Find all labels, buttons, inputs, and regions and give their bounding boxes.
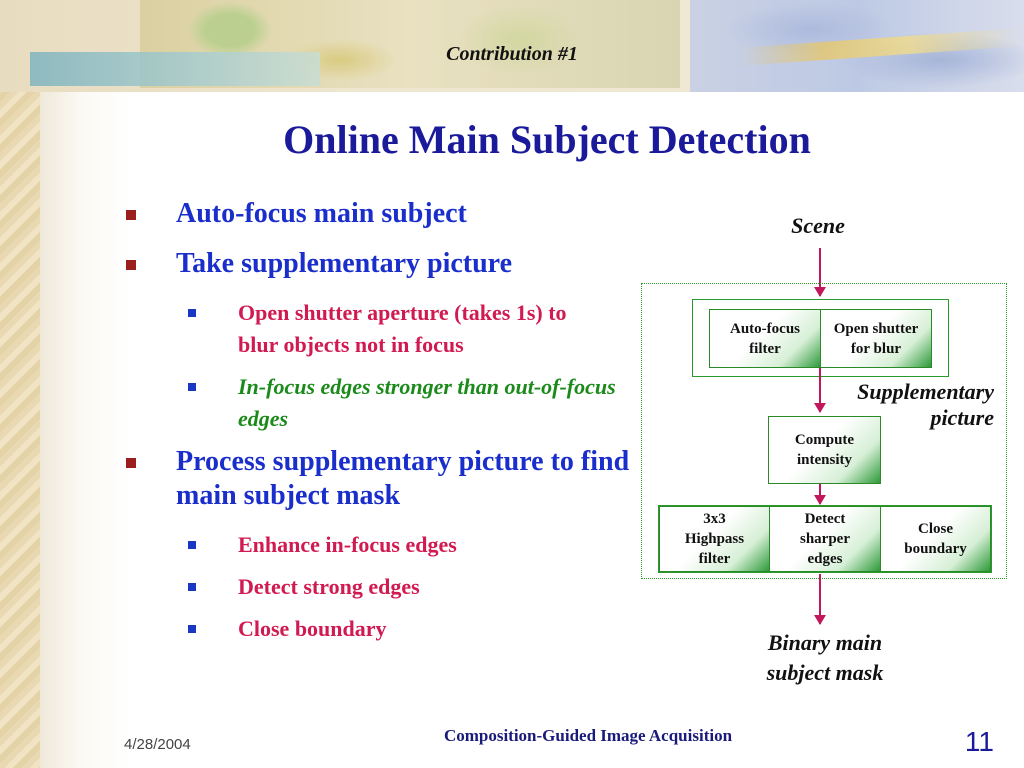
box-line: Detect (804, 511, 846, 527)
bullet-text: Take supplementary picture (176, 248, 513, 279)
subbullet-detect: Detect strong edges (182, 571, 640, 603)
box-line: Highpass (684, 531, 745, 547)
footer-date: 4/28/2004 (124, 736, 191, 753)
box-line: for blur (850, 340, 902, 357)
box-line: Close (918, 521, 953, 537)
subbullet-enhance: Enhance in-focus edges (182, 529, 640, 561)
subbullet-open-shutter: Open shutter aperture (takes 1s) to blur… (182, 297, 598, 361)
arrow-supplementary (814, 368, 826, 413)
bullet-marker (126, 210, 136, 220)
autofocus-filter-box: Auto-focus filter (709, 309, 821, 368)
label-line: picture (930, 405, 994, 430)
slide-title: Online Main Subject Detection (283, 117, 811, 162)
box-line: Open shutter (833, 320, 919, 337)
bullet-list: Auto-focus main subject Take supplementa… (120, 197, 640, 655)
subbullet-text: In-focus edges stronger than out-of-focu… (238, 374, 616, 431)
decorative-header-band (0, 0, 1024, 92)
label-line: subject mask (766, 660, 884, 685)
decorative-left-strip (0, 0, 40, 768)
subbullet-marker (188, 625, 196, 633)
supplementary-picture-label: Supplementary picture (822, 379, 994, 431)
header-teal-bar (30, 52, 320, 86)
compute-intensity-box: Compute intensity (768, 416, 881, 484)
bullet-autofocus: Auto-focus main subject (120, 197, 640, 231)
footer-title: Composition-Guided Image Acquisition (443, 726, 733, 745)
arrow-intensity (814, 484, 826, 505)
box-line: 3x3 (703, 511, 726, 527)
open-shutter-box: Open shutter for blur (820, 309, 932, 368)
subbullet-text: Enhance in-focus edges (238, 532, 457, 557)
subbullet-text: Detect strong edges (238, 574, 420, 599)
box-line: boundary (904, 541, 967, 557)
close-boundary-box: Close boundary (880, 506, 991, 572)
slide-number: 11 (964, 726, 994, 757)
arrow-output (814, 574, 826, 625)
contribution-label: Contribution #1 (446, 43, 578, 65)
bullet-supplementary: Take supplementary picture (120, 247, 640, 281)
subbullet-text: Open shutter aperture (takes 1s) to blur… (238, 300, 567, 357)
bullet-process: Process supplementary picture to find ma… (120, 445, 646, 513)
subbullet-marker (188, 383, 196, 391)
subbullet-marker (188, 309, 196, 317)
process-region (641, 283, 1007, 579)
bullet-marker (126, 260, 136, 270)
scene-label: Scene (791, 213, 845, 238)
output-mask-label: Binary main subject mask (740, 628, 910, 688)
bullet-text: Auto-focus main subject (176, 198, 467, 229)
subbullet-edges-stronger: In-focus edges stronger than out-of-focu… (182, 371, 638, 435)
box-line: Compute (794, 432, 855, 448)
box-line: Auto-focus (730, 320, 800, 337)
box-line: intensity (796, 452, 852, 468)
box-line: filter (698, 551, 731, 567)
subbullet-text: Close boundary (238, 616, 387, 641)
label-line: Binary main (767, 630, 883, 655)
box-line: sharper (800, 531, 850, 547)
box-line: filter (749, 340, 781, 357)
detect-edges-box: Detect sharper edges (769, 506, 881, 572)
bullet-text: Process supplementary picture to find ma… (176, 446, 630, 511)
edge-group (658, 505, 992, 573)
box-line: edges (807, 551, 843, 567)
arrow-scene (814, 248, 826, 297)
subbullet-marker (188, 583, 196, 591)
label-line: Supplementary (857, 379, 994, 404)
subbullet-close: Close boundary (182, 613, 640, 645)
subbullet-marker (188, 541, 196, 549)
bullet-marker (126, 458, 136, 468)
